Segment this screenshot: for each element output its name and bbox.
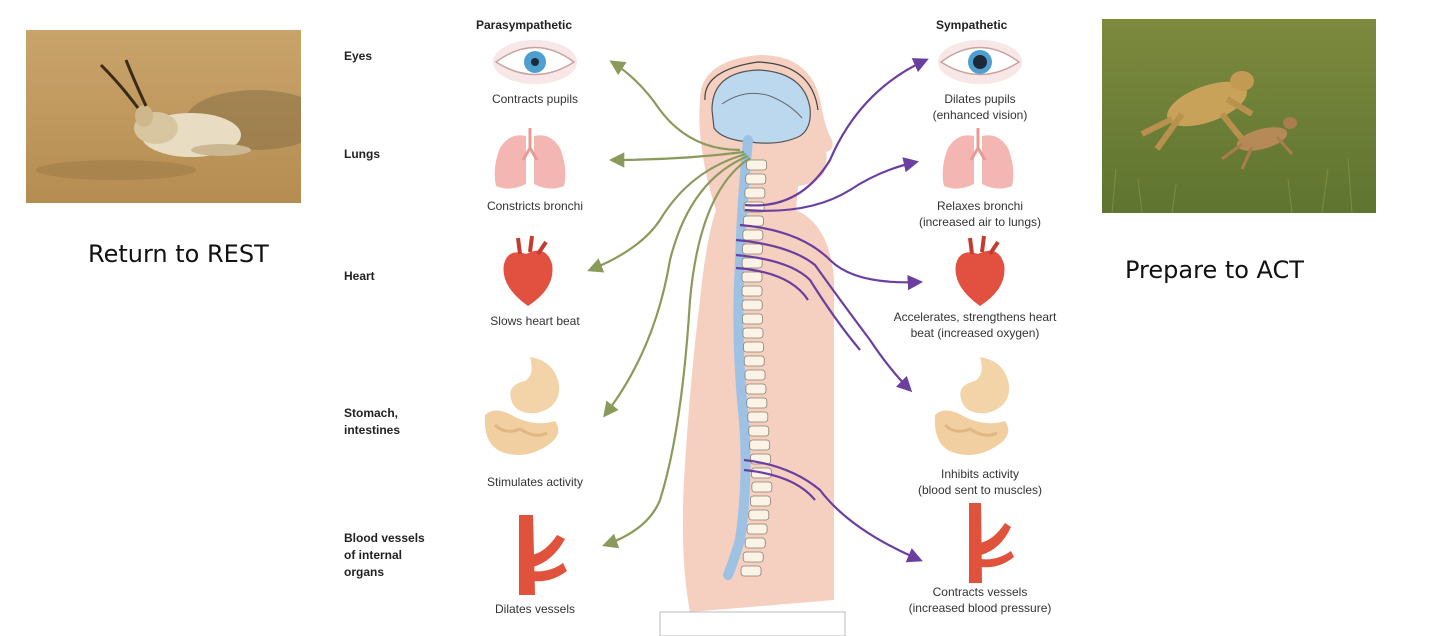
- vertebra: [746, 159, 768, 171]
- vertebra: [742, 551, 764, 563]
- cheetah-chase-image: [1102, 19, 1376, 213]
- caption-eyes-para: Contracts pupils: [491, 92, 579, 106]
- vertebra: [746, 397, 768, 409]
- vertebra: [745, 383, 767, 395]
- vertebra: [740, 565, 762, 577]
- vertebra: [743, 355, 765, 367]
- lungs-icon-symp: [942, 128, 1014, 189]
- vertebra: [748, 509, 770, 521]
- vertebra: [749, 495, 771, 507]
- caption-stomach-para: Stimulates activity: [486, 475, 584, 489]
- cheetah-chase-photo: [1102, 19, 1376, 213]
- vertebra: [743, 341, 764, 353]
- caption-vessels-para: Dilates vessels: [494, 602, 576, 616]
- vertebra: [749, 439, 771, 451]
- organ-label-eyes: Eyes: [344, 49, 373, 63]
- vertebra: [744, 187, 766, 199]
- vertebra: [741, 285, 763, 297]
- caption-lungs-symp: Relaxes bronchi (increased air to lungs): [918, 199, 1042, 229]
- sympathetic-header: Sympathetic: [936, 18, 1008, 32]
- caption-eyes-symp: Dilates pupils (enhanced vision): [932, 92, 1028, 122]
- heart-icon-para: [503, 235, 553, 306]
- stomach-icon-para: [484, 357, 560, 455]
- brain: [711, 69, 811, 144]
- return-to-rest-label: Return to REST: [88, 240, 269, 268]
- stomach-icon-symp: [934, 357, 1010, 455]
- vertebra: [742, 327, 764, 339]
- vertebra: [751, 481, 773, 493]
- resting-gazelle-photo: [26, 30, 301, 203]
- eye-icon-symp: [938, 40, 1022, 84]
- vertebra: [748, 425, 770, 437]
- vertebra: [741, 271, 763, 283]
- lungs-icon-para: [494, 128, 566, 189]
- sympathetic-paths: [735, 58, 929, 563]
- caption-heart-para: Slows heart beat: [490, 314, 580, 328]
- organ-label-blood-vessels: Blood vessels of internal organs: [344, 531, 425, 579]
- vertebra: [743, 215, 764, 227]
- prepare-to-act-label: Prepare to ACT: [1125, 256, 1304, 284]
- blood-vessel-icon-symp: [969, 503, 1014, 583]
- vertebra: [741, 257, 763, 269]
- blood-vessel-icon-para: [519, 515, 567, 595]
- organ-label-stomach: Stomach, intestines: [344, 406, 401, 437]
- caption-heart-symp: Accelerates, strengthens heart beat (inc…: [893, 310, 1057, 340]
- caption-lungs-para: Constricts bronchi: [486, 199, 584, 213]
- eye-icon-para: [493, 40, 577, 84]
- vertebra: [745, 173, 767, 185]
- vertebra: [742, 313, 763, 325]
- organ-label-heart: Heart: [344, 269, 375, 283]
- caption-vessels-symp: Contracts vessels (increased blood press…: [908, 585, 1052, 615]
- heart-icon-symp: [955, 235, 1005, 306]
- parasympathetic-paths: [587, 60, 751, 549]
- resting-gazelle-image: [26, 30, 301, 203]
- vertebra: [746, 523, 768, 535]
- vertebra: [742, 229, 764, 241]
- caption-stomach-symp: Inhibits activity (blood sent to muscles…: [917, 467, 1043, 497]
- vertebra: [741, 299, 763, 311]
- parasympathetic-header: Parasympathetic: [476, 18, 573, 32]
- spinal-cord: [723, 135, 753, 580]
- vertebra: [744, 537, 766, 549]
- vertebra: [747, 411, 769, 423]
- vertebra: [742, 243, 763, 255]
- vertebrae: [740, 159, 773, 577]
- organ-label-lungs: Lungs: [344, 147, 380, 161]
- vertebra: [744, 369, 766, 381]
